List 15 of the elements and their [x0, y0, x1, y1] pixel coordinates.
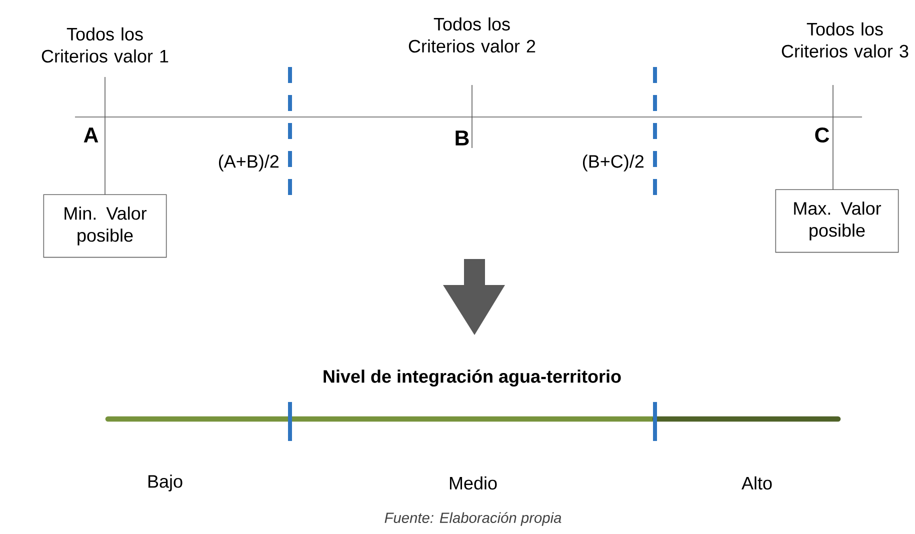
caption: Fuente: Elaboración propia — [384, 512, 562, 526]
scale-title: Nivel de integración agua-territorio — [324, 369, 621, 386]
value-box: Min. Valor posible — [43, 194, 167, 258]
value-box: Max. Valor posible — [775, 189, 899, 253]
point-letter: C — [815, 127, 830, 143]
point-letter: B — [456, 130, 469, 146]
level-label: Bajo — [148, 474, 182, 492]
midpoint-label: (B+C)/2 — [583, 154, 644, 172]
level-label: Medio — [450, 476, 497, 490]
midpoint-label: (A+B)/2 — [219, 154, 279, 172]
top-label: Todos los Criterios valor 3 — [782, 22, 908, 58]
point-letter: A — [84, 128, 98, 142]
level-label: Alto — [742, 476, 772, 490]
top-label: Todos los Criterios valor 2 — [408, 17, 536, 53]
top-label: Todos los Criterios valor 1 — [42, 27, 168, 63]
